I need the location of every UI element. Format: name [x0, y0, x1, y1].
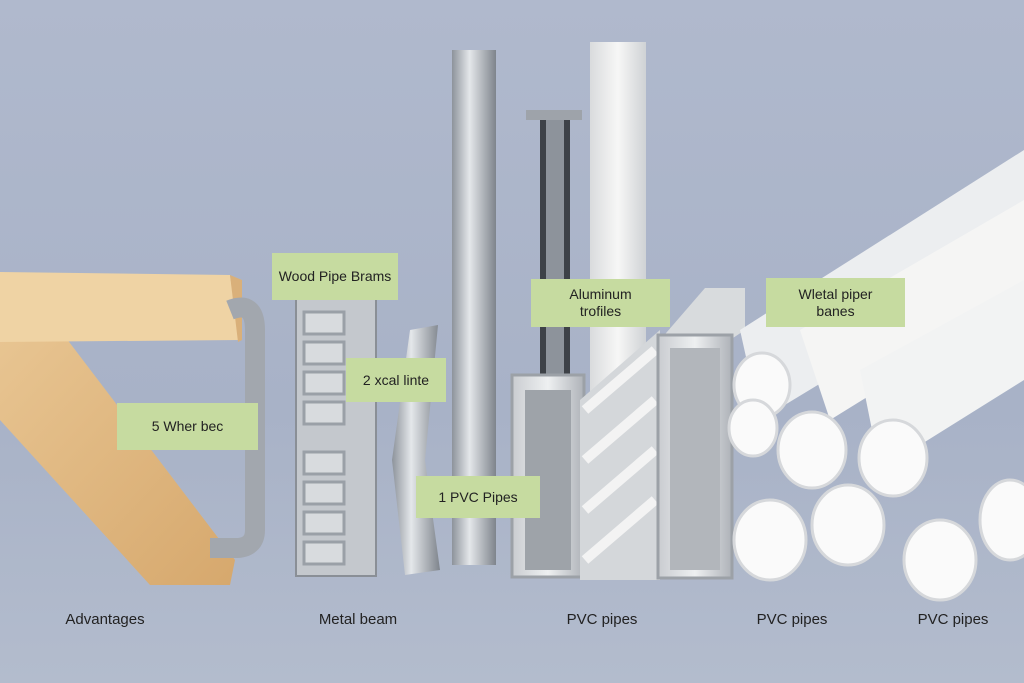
steel-pipe-bent [210, 297, 265, 558]
wood-beam [0, 272, 242, 585]
pvc-pipe-bundle [727, 150, 1024, 602]
label-pvc: 1 PVC Pipes [416, 476, 540, 518]
caption-metal-beam: Metal beam [318, 611, 398, 628]
label-xcal: 2 xcal linte [346, 358, 446, 402]
aluminum-profiles [580, 330, 660, 580]
label-aluminum: Aluminum trofiles [531, 279, 670, 327]
caption-pvc-pipes-2: PVC pipes [756, 611, 828, 628]
label-wood-pipe: Wood Pipe Brams [272, 253, 398, 300]
aluminum-channel-2 [656, 288, 745, 580]
caption-pvc-pipes-1: PVC pipes [566, 611, 638, 628]
caption-pvc-pipes-3: PVC pipes [917, 611, 989, 628]
label-metal-piper: Wletal piper banes [766, 278, 905, 327]
i-beam [526, 110, 582, 380]
white-pipe-tall [590, 42, 646, 402]
metal-beam-profile [295, 297, 377, 577]
label-wher: 5 Wher bec [117, 403, 258, 450]
caption-advantages: Advantages [65, 611, 145, 628]
